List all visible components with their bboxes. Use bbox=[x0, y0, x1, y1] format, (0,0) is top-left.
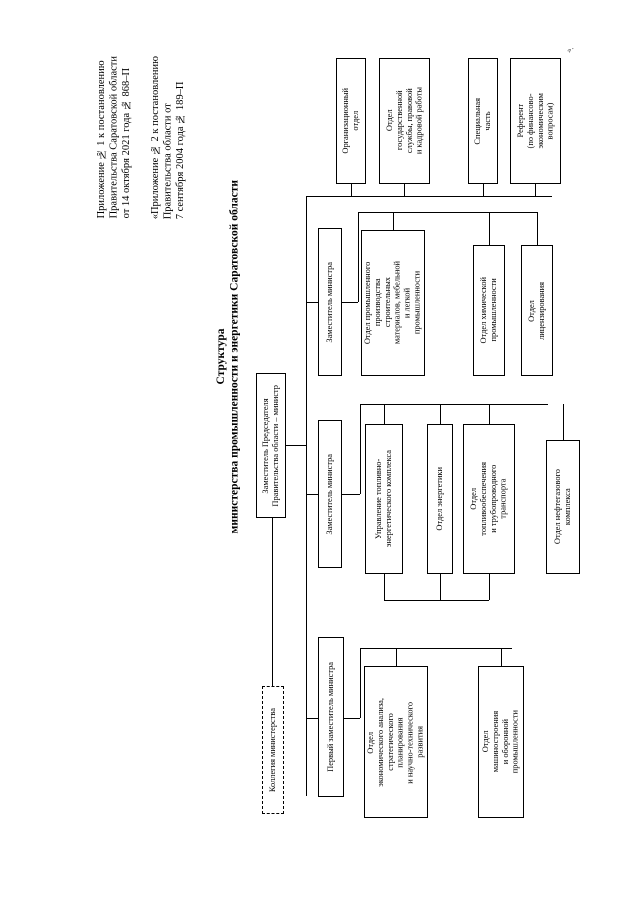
node-deputy-minister-2[interactable]: Заместитель министра bbox=[318, 420, 342, 568]
node-org-dept-label: Организационный отдел bbox=[341, 88, 360, 154]
connector-deputy-1-out bbox=[342, 302, 358, 303]
node-economic-analysis-dept-label: Отдел экономического анализа, стратегиче… bbox=[366, 697, 425, 787]
connector-fuel-energy-directorate bbox=[384, 404, 385, 424]
connector-deputy-2-riser bbox=[360, 404, 361, 494]
node-fuel-energy-directorate-label: Управление топливно- энергетического ком… bbox=[374, 450, 393, 548]
node-gov-service-dept[interactable]: Отдел государственной службы, правовой и… bbox=[379, 58, 430, 184]
connector-minister-collegium bbox=[272, 518, 273, 686]
node-deputy-minister-2-label: Заместитель министра bbox=[325, 453, 335, 535]
node-referent[interactable]: Референт (по финансово- экономическим во… bbox=[510, 58, 561, 184]
connector-fuel-supply-subbus-right bbox=[489, 574, 490, 600]
node-oil-gas-dept-label: Отдел нефтегазового комплекса bbox=[553, 469, 572, 545]
appendix-reference-1: Приложение № 1 к постановлению Правитель… bbox=[96, 56, 133, 246]
node-first-deputy-minister[interactable]: Первый заместитель министра bbox=[318, 637, 344, 797]
node-energy-dept[interactable]: Отдел энергетики bbox=[427, 424, 453, 574]
node-special-part[interactable]: Специальная часть bbox=[468, 58, 498, 184]
node-fuel-supply-dept-label: Отдел топливообеспечения и трубопроводно… bbox=[469, 462, 508, 536]
connector-fuel-supply-dept bbox=[489, 404, 490, 424]
page-title-line-2: министерства промышленности и энергетики… bbox=[228, 180, 241, 534]
connector-chemical-industry-dept bbox=[489, 212, 490, 245]
connector-main-spine bbox=[306, 196, 307, 796]
node-machinery-defense-dept-label: Отдел машиностроения и оборонной промышл… bbox=[481, 710, 520, 774]
node-build-materials-dept-label: Отдел промышленного производства строите… bbox=[363, 261, 422, 345]
connector-org-dept bbox=[351, 184, 352, 196]
node-org-dept[interactable]: Организационный отдел bbox=[336, 58, 366, 184]
appendix-reference-1-text: Приложение № 1 к постановлению Правитель… bbox=[96, 56, 132, 219]
connector-deputy-2-out bbox=[342, 494, 360, 495]
connector-special-part bbox=[483, 184, 484, 196]
appendix-reference-2: «Приложение № 2 к постановлению Правител… bbox=[150, 56, 187, 246]
node-referent-label: Референт (по финансово- экономическим во… bbox=[515, 93, 555, 149]
node-minister[interactable]: Заместитель Председателя Правительства о… bbox=[256, 373, 286, 518]
connector-fuel-energy-subbus-left bbox=[384, 574, 385, 600]
node-licensing-dept-label: Отдел лицензирования bbox=[527, 281, 546, 340]
connector-oil-gas-dept bbox=[563, 404, 564, 440]
node-deputy-minister-1[interactable]: Заместитель министра bbox=[318, 228, 342, 376]
node-chemical-industry-dept[interactable]: Отдел химической промышленности bbox=[473, 245, 505, 376]
connector-fuel-energy-subbus bbox=[384, 600, 489, 601]
connector-gov-service-dept bbox=[404, 184, 405, 196]
node-economic-analysis-dept[interactable]: Отдел экономического анализа, стратегиче… bbox=[364, 666, 428, 818]
node-oil-gas-dept[interactable]: Отдел нефтегазового комплекса bbox=[546, 440, 580, 574]
corner-quote-mark: ». bbox=[563, 43, 576, 55]
connector-deputy-1-bus bbox=[358, 212, 537, 213]
node-energy-dept-label: Отдел энергетики bbox=[435, 467, 445, 531]
node-gov-service-dept-label: Отдел государственной службы, правовой и… bbox=[384, 87, 424, 155]
connector-first-deputy-riser bbox=[360, 648, 361, 718]
connector-spine-deputy-1 bbox=[306, 302, 318, 303]
connector-referent bbox=[535, 184, 536, 196]
node-build-materials-dept[interactable]: Отдел промышленного производства строите… bbox=[361, 230, 425, 376]
connector-build-materials-dept bbox=[393, 212, 394, 230]
connector-deputy-2-bus bbox=[360, 404, 548, 405]
connector-deputy-1-riser bbox=[358, 212, 359, 302]
node-special-part-label: Специальная часть bbox=[473, 97, 492, 145]
node-fuel-energy-directorate[interactable]: Управление топливно- энергетического ком… bbox=[365, 424, 403, 574]
node-chemical-industry-dept-label: Отдел химической промышленности bbox=[479, 277, 498, 344]
connector-minister-to-spine bbox=[286, 445, 306, 446]
node-minister-label: Заместитель Председателя Правительства о… bbox=[261, 384, 280, 507]
connector-spine-first-deputy bbox=[306, 718, 318, 719]
node-machinery-defense-dept[interactable]: Отдел машиностроения и оборонной промышл… bbox=[478, 666, 524, 818]
connector-staff-bus bbox=[306, 196, 552, 197]
node-fuel-supply-dept[interactable]: Отдел топливообеспечения и трубопроводно… bbox=[463, 424, 515, 574]
node-deputy-minister-1-label: Заместитель министра bbox=[325, 261, 335, 343]
node-collegium[interactable]: Коллегия министерства bbox=[262, 686, 284, 814]
node-collegium-label: Коллегия министерства bbox=[268, 707, 278, 793]
connector-licensing-dept bbox=[537, 212, 538, 245]
connector-economic-analysis-dept bbox=[396, 648, 397, 666]
node-first-deputy-minister-label: Первый заместитель министра bbox=[326, 662, 336, 772]
connector-first-deputy-out bbox=[344, 718, 360, 719]
connector-spine-deputy-2 bbox=[306, 494, 318, 495]
connector-energy-dept bbox=[440, 404, 441, 424]
connector-first-deputy-bus bbox=[360, 648, 512, 649]
appendix-reference-2-text: «Приложение № 2 к постановлению Правител… bbox=[150, 56, 186, 220]
node-licensing-dept[interactable]: Отдел лицензирования bbox=[521, 245, 553, 376]
page-title-line-1: Структура bbox=[215, 328, 227, 385]
connector-machinery-defense-dept bbox=[501, 648, 502, 666]
connector-energy-subbus-mid bbox=[440, 574, 441, 600]
